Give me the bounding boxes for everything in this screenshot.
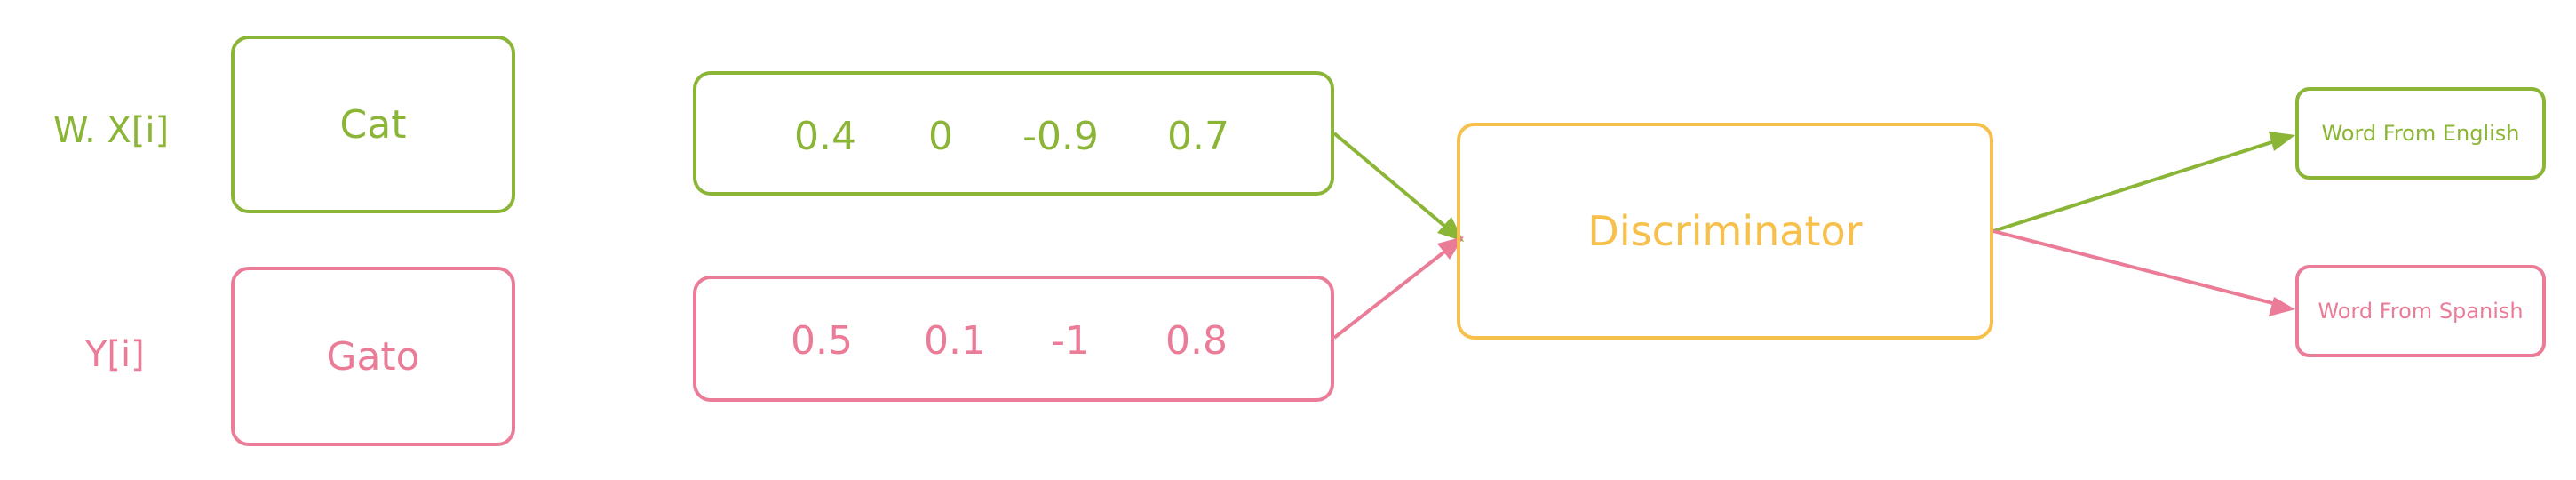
row-label-spanish: Y[i]: [85, 334, 145, 375]
arrow-discriminator-to-spanish-output: [1992, 229, 2295, 316]
word-english: Cat: [339, 101, 407, 148]
arrow-spanish-vector-to-discriminator: [1332, 236, 1464, 340]
vector-spanish-value-2: 0.1: [924, 318, 986, 364]
output-english-box: Word From English: [2295, 87, 2546, 180]
word-spanish: Gato: [326, 333, 420, 380]
word-box-english: Cat: [231, 36, 515, 213]
vector-english-value-3: -0.9: [1022, 114, 1099, 159]
vector-spanish-value-1: 0.5: [791, 318, 853, 364]
discriminator-box: Discriminator: [1457, 123, 1993, 340]
word-box-spanish: Gato: [231, 267, 515, 446]
arrow-english-vector-to-discriminator: [1332, 132, 1464, 242]
output-english-label: Word From English: [2321, 121, 2520, 146]
vector-english-value-1: 0.4: [794, 114, 856, 159]
output-spanish-box: Word From Spanish: [2295, 265, 2546, 357]
vector-english-value-2: 0: [928, 114, 953, 159]
discriminator-label: Discriminator: [1587, 207, 1863, 255]
vector-spanish-value-3: -1: [1051, 318, 1090, 364]
vector-english-value-4: 0.7: [1167, 114, 1229, 159]
vector-box-spanish: 0.5 0.1 -1 0.8: [693, 276, 1334, 402]
row-label-english: W. X[i]: [53, 110, 170, 151]
output-spanish-label: Word From Spanish: [2318, 299, 2524, 324]
arrow-discriminator-to-english-output: [1992, 132, 2295, 233]
vector-spanish-value-4: 0.8: [1165, 318, 1228, 364]
vector-box-english: 0.4 0 -0.9 0.7: [693, 71, 1334, 196]
